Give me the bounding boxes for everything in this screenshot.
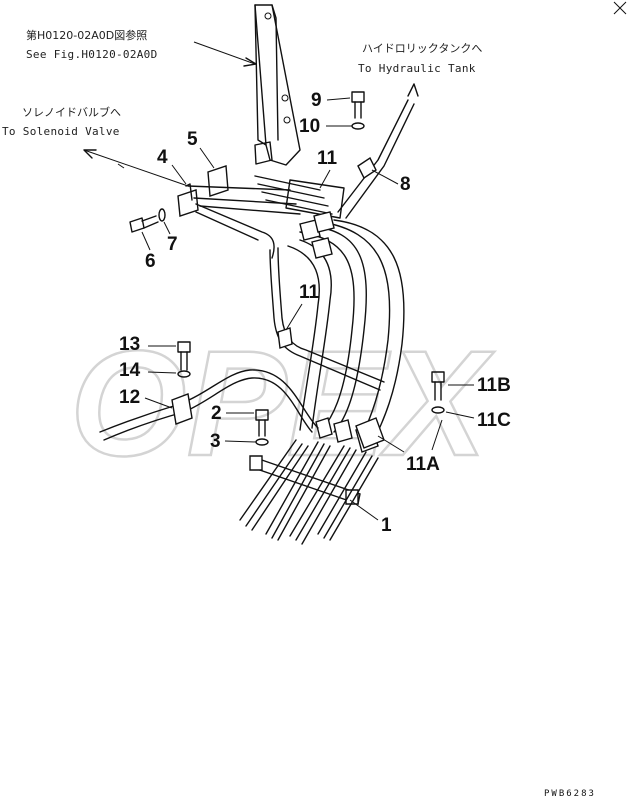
leader-5 xyxy=(199,147,215,169)
callout-4: 4 xyxy=(157,147,168,168)
callout-11-upper: 11 xyxy=(317,148,338,169)
clamp-5 xyxy=(207,165,229,197)
callout-10: 10 xyxy=(299,116,320,137)
leader-11-lower xyxy=(285,303,303,331)
bolt-2 xyxy=(255,409,269,437)
leader-6 xyxy=(141,231,151,251)
bolt-9 xyxy=(351,91,365,119)
leader-11a-bolt xyxy=(431,419,443,451)
bolt-11b xyxy=(431,371,445,401)
washer-11c xyxy=(431,406,445,414)
solenoid-ref-en: To Solenoid Valve xyxy=(2,125,120,138)
hose-fittings xyxy=(299,211,379,453)
sheet-corner-mark xyxy=(613,1,627,15)
clamp-bar-1 xyxy=(249,455,361,505)
tank-arrowhead xyxy=(407,83,419,97)
solenoid-ref-jp: ソレノイドバルブへ xyxy=(22,105,121,119)
callout-9: 9 xyxy=(311,90,322,111)
solenoid-leader xyxy=(83,149,189,187)
solenoid-line xyxy=(195,203,275,259)
fig-ref-jp: 第H0120-02A0D図参照 xyxy=(26,28,147,42)
bolt-13 xyxy=(177,341,191,371)
leader-3 xyxy=(224,440,257,443)
leader-12 xyxy=(144,397,173,409)
leader-7 xyxy=(163,221,171,235)
callout-11-lower: 11 xyxy=(299,282,320,303)
leader-14 xyxy=(147,371,177,374)
tank-ref-en: To Hydraulic Tank xyxy=(358,62,476,75)
bolt-6 xyxy=(129,215,159,233)
fig-ref-en: See Fig.H0120-02A0D xyxy=(26,48,158,61)
solenoid-arrowhead xyxy=(83,149,97,159)
callout-7: 7 xyxy=(167,234,178,255)
fig-ref-leader xyxy=(193,41,256,65)
leader-4 xyxy=(171,164,187,185)
clamp-4 xyxy=(177,183,199,217)
hose-bundle-upper xyxy=(187,175,345,219)
leader-11a xyxy=(377,435,405,453)
callout-2: 2 xyxy=(211,403,222,424)
fig-ref-arrowhead xyxy=(243,57,257,67)
washer-14 xyxy=(177,370,191,378)
tank-ref-jp: ハイドロリックタンクへ xyxy=(362,42,482,55)
leader-11c xyxy=(445,411,475,419)
hose-12 xyxy=(99,369,319,441)
callout-11c: 11C xyxy=(477,410,511,431)
callout-1: 1 xyxy=(381,515,392,536)
solenoid-break-mark xyxy=(117,163,125,169)
hose-11-loop xyxy=(269,247,385,391)
tank-line xyxy=(337,99,415,219)
leader-1 xyxy=(349,499,379,521)
callout-12: 12 xyxy=(119,387,140,408)
leader-9 xyxy=(326,97,351,101)
callout-11a: 11A xyxy=(406,454,440,475)
leader-11-upper xyxy=(319,169,331,189)
washer-10 xyxy=(351,122,365,130)
callout-6: 6 xyxy=(145,251,156,272)
callout-8: 8 xyxy=(400,174,411,195)
callout-5: 5 xyxy=(187,129,198,150)
hose-bundle-lower xyxy=(239,439,379,545)
mounting-bracket xyxy=(254,4,301,166)
callout-13: 13 xyxy=(119,334,140,355)
washer-7 xyxy=(158,208,166,222)
callout-11b: 11B xyxy=(477,375,511,396)
drawing-code: PWB6283 xyxy=(544,789,596,799)
callout-14: 14 xyxy=(119,360,141,381)
callout-3: 3 xyxy=(210,431,221,452)
leader-8 xyxy=(371,169,399,185)
